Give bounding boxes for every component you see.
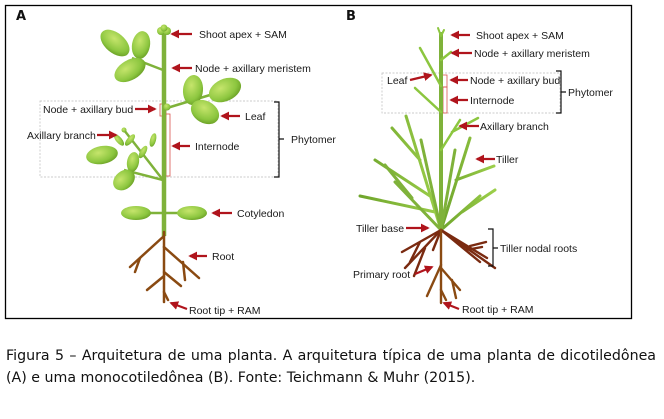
internode-highlight-b xyxy=(442,86,448,114)
label-primary-root-b: Primary root xyxy=(353,269,410,281)
label-node-bud-a: Node + axillary bud xyxy=(43,104,133,116)
phytomer-box-b xyxy=(381,72,561,114)
label-node-meristem-a: Node + axillary meristem xyxy=(195,63,311,75)
panel-a-letter: A xyxy=(16,9,26,24)
figure-border xyxy=(4,4,633,320)
phytomer-box-a xyxy=(39,100,279,178)
label-tiller-base-b: Tiller base xyxy=(356,223,404,235)
label-axillary-branch-a: Axillary branch xyxy=(27,130,96,142)
label-axillary-branch-b: Axillary branch xyxy=(480,121,549,133)
label-node-meristem-b: Node + axillary meristem xyxy=(474,48,590,60)
label-tiller-b: Tiller xyxy=(496,154,519,166)
phytomer-bracket-a xyxy=(274,101,284,178)
label-shoot-apex-a: Shoot apex + SAM xyxy=(199,29,287,41)
label-root-tip-b: Root tip + RAM xyxy=(462,304,534,316)
label-node-bud-b: Node + axillary bud xyxy=(470,75,560,87)
arrow-icon xyxy=(414,265,434,276)
arrow-icon xyxy=(409,72,433,82)
arrows-a xyxy=(97,29,240,311)
arrows-b xyxy=(406,30,495,311)
panel-b-letter: B xyxy=(346,9,356,24)
label-leaf-b: Leaf xyxy=(387,75,408,87)
phytomer-bracket-b xyxy=(556,70,566,114)
internode-highlight-a xyxy=(165,113,171,177)
primary-root-b xyxy=(425,228,462,305)
label-internode-a: Internode xyxy=(195,141,240,153)
label-phytomer-a: Phytomer xyxy=(291,134,336,146)
grass-shoot-b xyxy=(358,27,497,232)
shoot-apex-a xyxy=(157,24,171,35)
label-tiller-nodal-roots-b: Tiller nodal roots xyxy=(500,243,577,255)
label-shoot-apex-b: Shoot apex + SAM xyxy=(476,30,564,42)
label-root-tip-a: Root tip + RAM xyxy=(189,305,261,317)
cotyledons-a xyxy=(121,206,207,220)
arrow-icon xyxy=(169,301,188,311)
label-cotyledon-a: Cotyledon xyxy=(237,208,284,220)
arrow-icon xyxy=(442,301,460,311)
figure-caption: Figura 5 – Arquitetura de uma planta. A … xyxy=(6,348,656,386)
label-internode-b: Internode xyxy=(470,95,515,107)
tiller-nodal-roots-b xyxy=(400,228,497,278)
panel-a: A xyxy=(16,9,336,317)
axillary-branch-a xyxy=(86,127,164,191)
roots-a xyxy=(128,230,201,304)
panel-b: B xyxy=(346,9,613,316)
label-leaf-a: Leaf xyxy=(245,111,266,123)
leaf-cluster-upper xyxy=(100,29,164,83)
leaf-cluster-right xyxy=(163,75,242,125)
plant-architecture-figure: A xyxy=(4,4,633,320)
nodal-roots-bracket-b xyxy=(488,228,498,267)
label-root-a: Root xyxy=(212,251,234,263)
label-phytomer-b: Phytomer xyxy=(568,87,613,99)
